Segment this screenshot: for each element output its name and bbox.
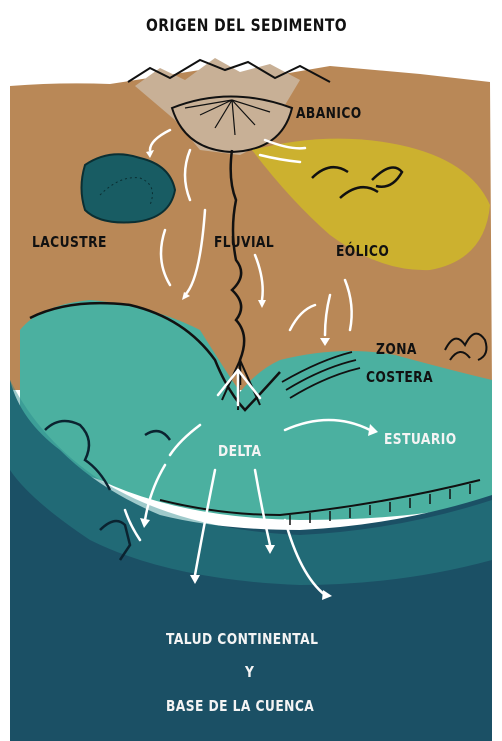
label-abanico: ABANICO [296,104,362,122]
label-delta: DELTA [218,442,261,460]
label-estuario: ESTUARIO [384,430,457,448]
label-costera: COSTERA [366,368,433,386]
label-lacustre: LACUSTRE [32,233,107,251]
label-talud-continental: TALUD CONTINENTAL [166,630,318,648]
label-zona: ZONA [376,340,417,358]
label-eolico: EÓLICO [336,242,389,260]
label-y: Y [245,663,254,681]
label-base-de-la-cuenca: BASE DE LA CUENCA [166,697,314,715]
diagram-title: ORIGEN DEL SEDIMENTO [146,16,347,36]
label-fluvial: FLUVIAL [214,233,274,251]
